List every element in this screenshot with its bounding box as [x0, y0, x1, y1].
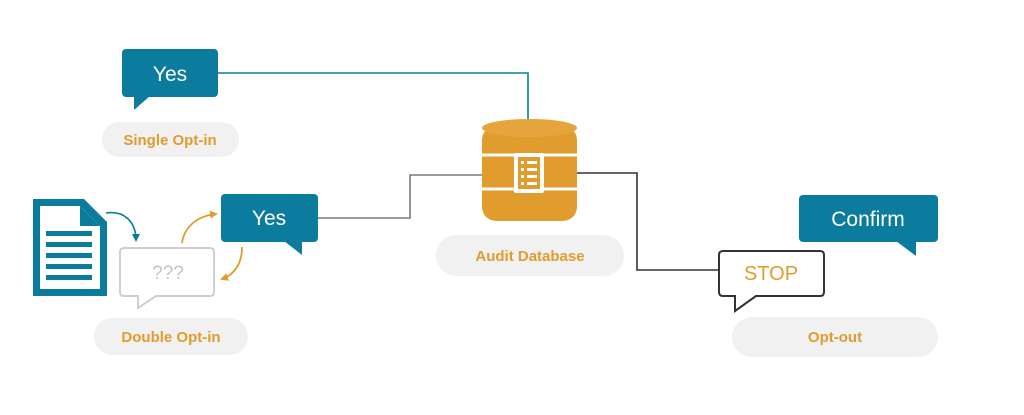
arrow-document-to-question: [105, 211, 140, 242]
double-optin-yes-text: Yes: [252, 207, 286, 230]
opt-out-label-pill: Opt-out: [732, 317, 938, 357]
audit-database-label-pill: Audit Database: [436, 235, 624, 276]
double-optin-label-pill: Double Opt-in: [94, 318, 248, 355]
database-icon: [482, 119, 577, 221]
arrow-back-to-question: [220, 246, 243, 281]
confirm-bubble: Confirm: [799, 195, 938, 256]
single-optin-yes-text: Yes: [153, 63, 187, 86]
stop-bubble: STOP: [718, 250, 825, 313]
question-text: ???: [152, 263, 184, 284]
stop-text: STOP: [744, 263, 798, 285]
double-optin-connector: [318, 171, 510, 219]
double-optin-yes-bubble: Yes: [221, 194, 318, 255]
audit-database-label: Audit Database: [475, 248, 584, 265]
confirm-text: Confirm: [831, 208, 905, 231]
opt-out-label: Opt-out: [808, 329, 862, 346]
single-optin-label: Single Opt-in: [123, 132, 216, 149]
arrow-to-yes-bubble: [181, 210, 218, 244]
document-icon: [33, 199, 107, 296]
opt-out-connector: [550, 169, 719, 271]
double-optin-question-bubble: ???: [119, 247, 215, 310]
checklist-icon: [514, 153, 544, 193]
single-optin-label-pill: Single Opt-in: [102, 122, 239, 157]
double-optin-label: Double Opt-in: [121, 329, 220, 346]
single-optin-yes-bubble: Yes: [122, 49, 218, 110]
single-optin-connector: [218, 72, 532, 142]
